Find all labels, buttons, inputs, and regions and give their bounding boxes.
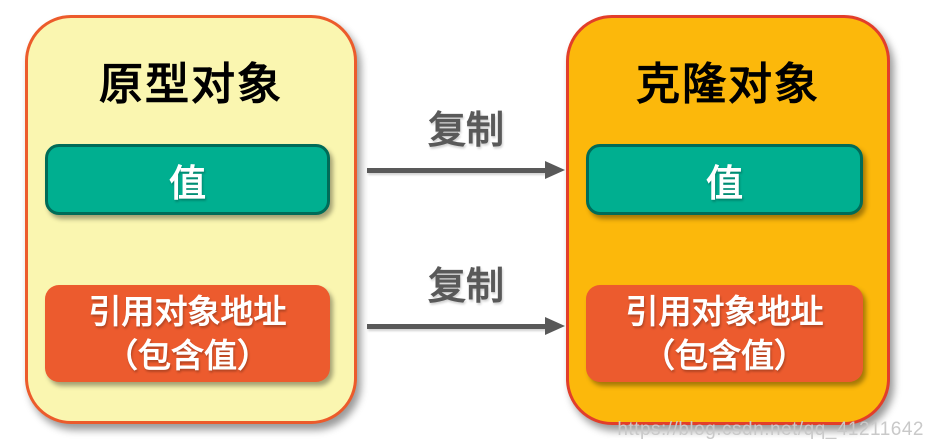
- clone-ref-line1: 引用对象地址: [625, 292, 824, 330]
- prototype-object-panel: 原型对象 值 引用对象地址 （包含值）: [25, 15, 357, 424]
- prototype-ref-line1: 引用对象地址: [88, 292, 287, 330]
- arrow-shaft: [367, 324, 545, 329]
- clone-ref-line2: （包含值）: [642, 336, 807, 374]
- clone-object-title: 克隆对象: [636, 60, 820, 109]
- watermark: https://blog.csdn.net/qq_41211642: [617, 419, 924, 440]
- copy-value-arrow-group: 复制: [367, 111, 565, 179]
- arrow-shaft: [367, 168, 545, 173]
- clone-value-label: 值: [706, 162, 743, 204]
- clone-ref-box: 引用对象地址 （包含值）: [586, 285, 863, 382]
- clone-object-panel: 克隆对象 值 引用对象地址 （包含值）: [566, 15, 890, 425]
- prototype-object-title: 原型对象: [99, 60, 283, 109]
- arrow-head-icon: [545, 317, 565, 335]
- copy-reference-arrow: [367, 317, 565, 335]
- prototype-ref-line2: （包含值）: [105, 336, 270, 374]
- prototype-value-label: 值: [169, 162, 206, 204]
- prototype-value-box: 值: [45, 144, 330, 215]
- arrow-head-icon: [545, 161, 565, 179]
- copy-value-arrow-label: 复制: [427, 110, 504, 152]
- copy-value-arrow: [367, 161, 565, 179]
- copy-reference-arrow-label: 复制: [427, 266, 504, 308]
- copy-reference-arrow-group: 复制: [367, 267, 565, 335]
- prototype-ref-box: 引用对象地址 （包含值）: [45, 285, 330, 382]
- clone-value-box: 值: [586, 144, 863, 215]
